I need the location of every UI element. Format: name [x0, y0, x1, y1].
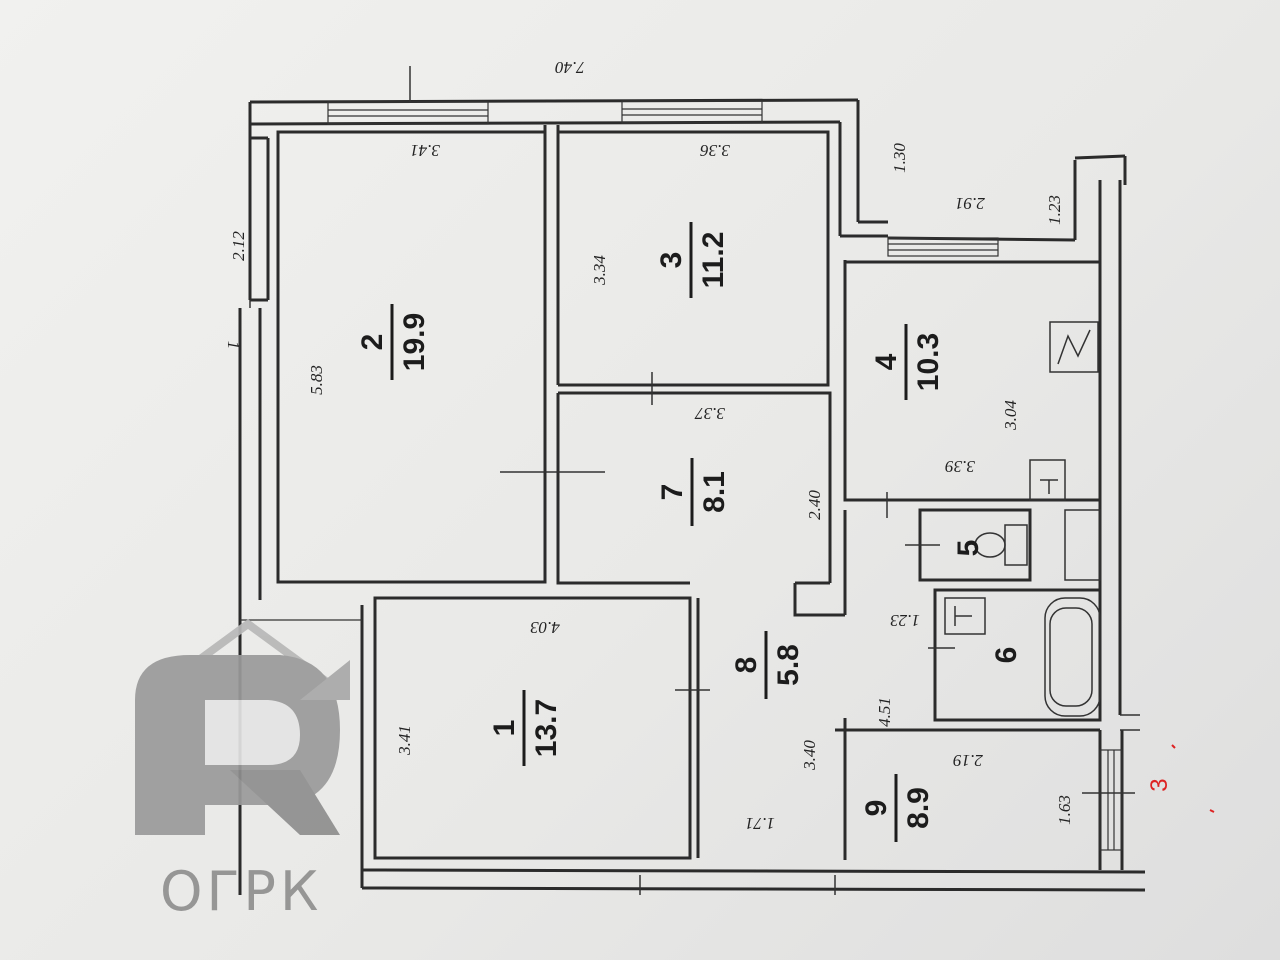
room-3-label: 3 11.2 [655, 222, 730, 298]
room-2-number: 2 [356, 334, 389, 351]
room-6-number: 6 [990, 647, 1023, 664]
internal-walls [276, 125, 1102, 860]
room-4-number: 4 [870, 353, 903, 370]
room-5-label: 5 [952, 540, 985, 557]
room-9-number: 9 [860, 800, 893, 817]
dim-bath-width: 1.23 [890, 611, 920, 630]
dim-top-total: 7.40 [555, 58, 585, 77]
windows [240, 66, 1123, 851]
dim-room2-width: 3.41 [410, 141, 441, 160]
room-4-label: 4 10.3 [870, 324, 945, 400]
room-5-number: 5 [952, 540, 985, 557]
room-1-number: 1 [488, 720, 521, 737]
dimension-lines [249, 300, 1140, 731]
room-1-label: 1 13.7 [488, 690, 563, 766]
room-3-number: 3 [655, 252, 688, 269]
room-7-number: 7 [656, 484, 689, 501]
room-7-label: 7 8.1 [656, 458, 731, 526]
dim-balcony-side: 1.23 [1045, 195, 1064, 225]
watermark-text: ОГРК [160, 860, 322, 923]
dim-room9-length: 1.63 [1055, 795, 1074, 825]
room-8-area: 5.8 [772, 644, 805, 686]
watermark-logo: ОГРК [135, 619, 350, 923]
room-2-area: 19.9 [398, 313, 431, 371]
room-9-area: 8.9 [902, 787, 935, 829]
fixtures [500, 321, 1135, 895]
dim-room7-length: 2.40 [805, 490, 824, 520]
room-7-area: 8.1 [698, 471, 731, 513]
dim-room4-length: 3.04 [1001, 400, 1020, 431]
room-4-area: 10.3 [912, 333, 945, 391]
dim-hall-length: 4.51 [875, 697, 894, 727]
marker-number: 3 [1146, 778, 1173, 791]
dim-room1-length: 3.41 [395, 725, 414, 756]
room-9-label: 9 8.9 [860, 774, 935, 842]
room-1-area: 13.7 [530, 699, 563, 757]
dim-room2-length: 5.83 [307, 365, 326, 395]
dim-left-mark: 1 [224, 341, 243, 350]
dim-balcony-width: 2.91 [955, 194, 985, 213]
dim-room3-length: 3.34 [590, 255, 609, 286]
room-3-area: 11.2 [697, 232, 730, 289]
room-8-label: 8 5.8 [730, 631, 805, 699]
red-marker: 3 [1146, 744, 1215, 813]
dim-room3-width: 3.36 [700, 141, 731, 160]
room-8-number: 8 [730, 657, 763, 674]
dimension-labels: 7.40 3.41 3.36 1.30 2.91 1.23 2.12 1 5.8… [224, 58, 1074, 833]
dim-room1-width: 4.03 [530, 618, 560, 637]
dim-hall-short: 1.71 [745, 814, 775, 833]
dim-room7-width: 3.37 [694, 404, 726, 423]
room-2-label: 2 19.9 [356, 304, 431, 380]
dim-balcony-depth: 1.30 [890, 143, 909, 173]
dim-room9-width: 2.19 [953, 751, 983, 770]
dim-left-wall: 2.12 [229, 231, 248, 261]
room-6-label: 6 [990, 647, 1023, 664]
dim-hall-width: 3.40 [800, 740, 819, 771]
dim-room4-width: 3.39 [945, 457, 976, 476]
